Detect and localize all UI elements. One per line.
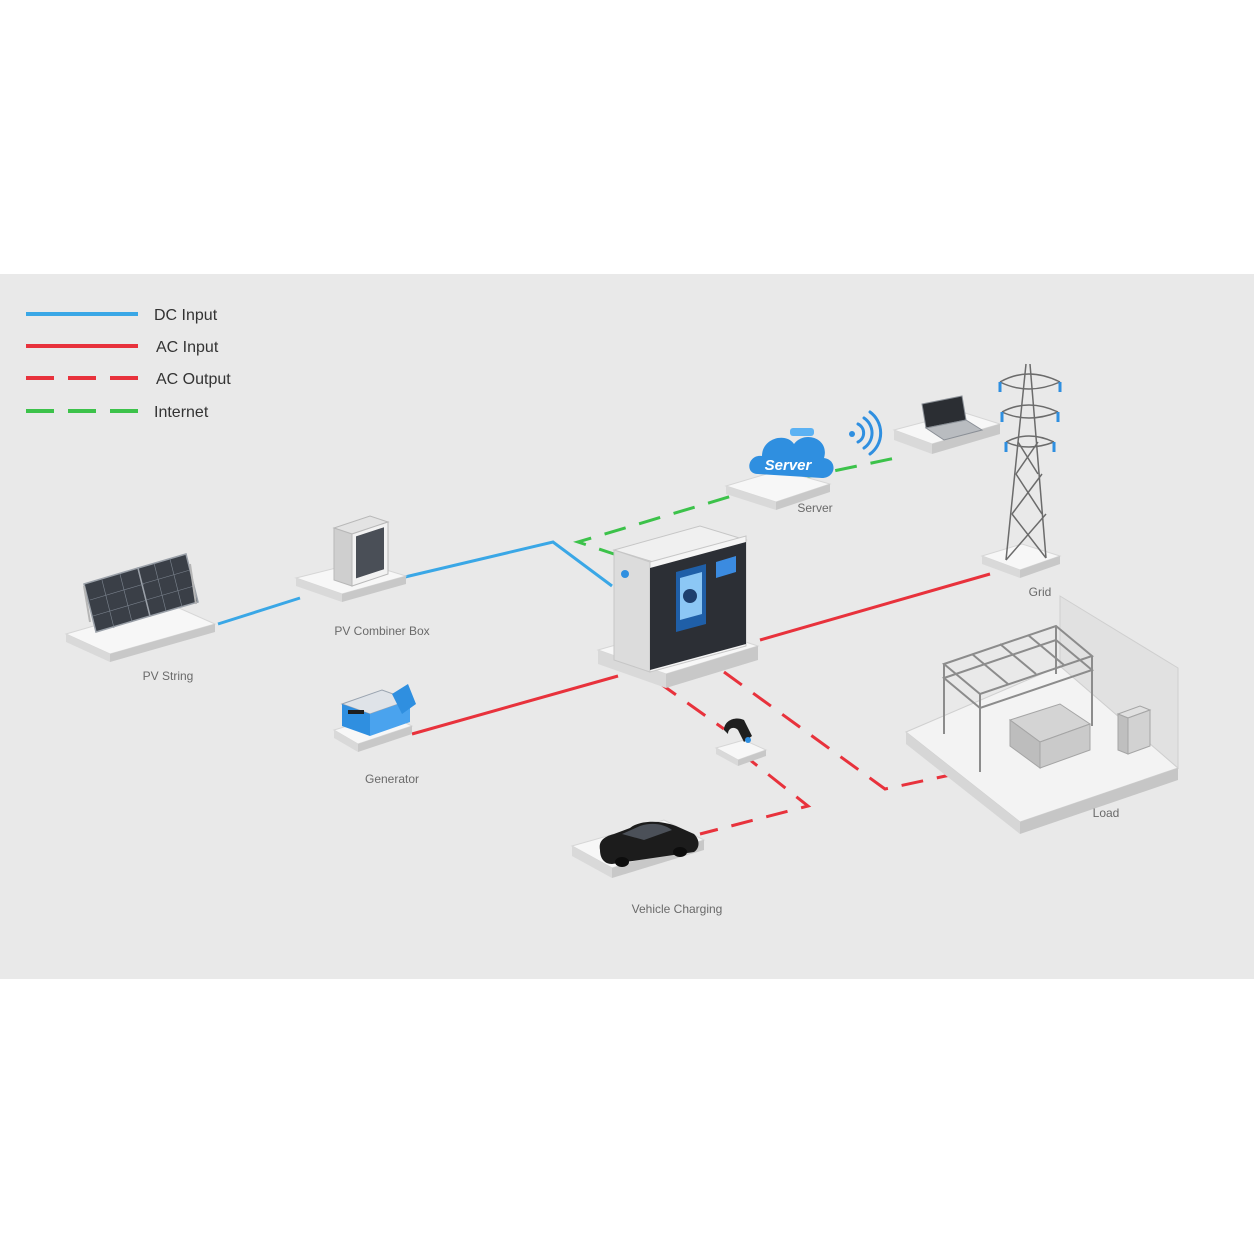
electrical-cabinet-icon bbox=[1118, 706, 1150, 754]
vehicle-charging: Vehicle Charging bbox=[572, 820, 722, 916]
diagram-stage: DC Input AC Input AC Output Internet bbox=[0, 274, 1254, 979]
generator: Generator bbox=[334, 684, 419, 786]
pv-string: PV String bbox=[66, 554, 215, 683]
laptop bbox=[894, 396, 1000, 454]
server-cloud-text: Server bbox=[765, 457, 813, 474]
pv-string-label: PV String bbox=[143, 669, 194, 683]
grid-label: Grid bbox=[1029, 585, 1052, 599]
transmission-tower-icon bbox=[1000, 364, 1060, 560]
vehicle-charging-label: Vehicle Charging bbox=[632, 902, 723, 916]
load: Load bbox=[906, 596, 1178, 834]
grid: Grid bbox=[982, 364, 1060, 599]
server-cloud-icon: Server bbox=[749, 428, 833, 478]
energy-system-diagram: DC Input AC Input AC Output Internet bbox=[0, 274, 1254, 979]
legend-label-ac-output: AC Output bbox=[156, 371, 231, 388]
ac-line-generator-to-charger bbox=[412, 676, 618, 734]
legend-label-ac-input: AC Input bbox=[156, 339, 219, 356]
central-charger bbox=[598, 526, 758, 688]
dc-line-combiner-to-charger bbox=[405, 542, 612, 586]
ev-plug-icon bbox=[724, 718, 752, 743]
wifi-icon bbox=[849, 412, 881, 454]
server-label: Server bbox=[797, 501, 832, 515]
legend-label-internet: Internet bbox=[154, 404, 209, 421]
legend: DC Input AC Input AC Output Internet bbox=[26, 307, 231, 421]
generator-label: Generator bbox=[365, 772, 419, 786]
combiner-cabinet-icon bbox=[334, 516, 388, 586]
load-label: Load bbox=[1093, 806, 1120, 820]
ac-output-line-to-connector bbox=[658, 682, 724, 729]
pv-combiner-box-label: PV Combiner Box bbox=[334, 624, 429, 638]
server: Server Server bbox=[726, 428, 834, 515]
charging-connector bbox=[716, 718, 766, 766]
connections bbox=[218, 456, 990, 834]
charger-cabinet-icon bbox=[614, 526, 746, 672]
legend-label-dc-input: DC Input bbox=[154, 307, 218, 324]
ac-output-line-to-vehicle bbox=[700, 752, 808, 834]
ac-line-grid-to-charger bbox=[760, 574, 990, 640]
dc-line-pv-to-combiner bbox=[218, 598, 300, 624]
